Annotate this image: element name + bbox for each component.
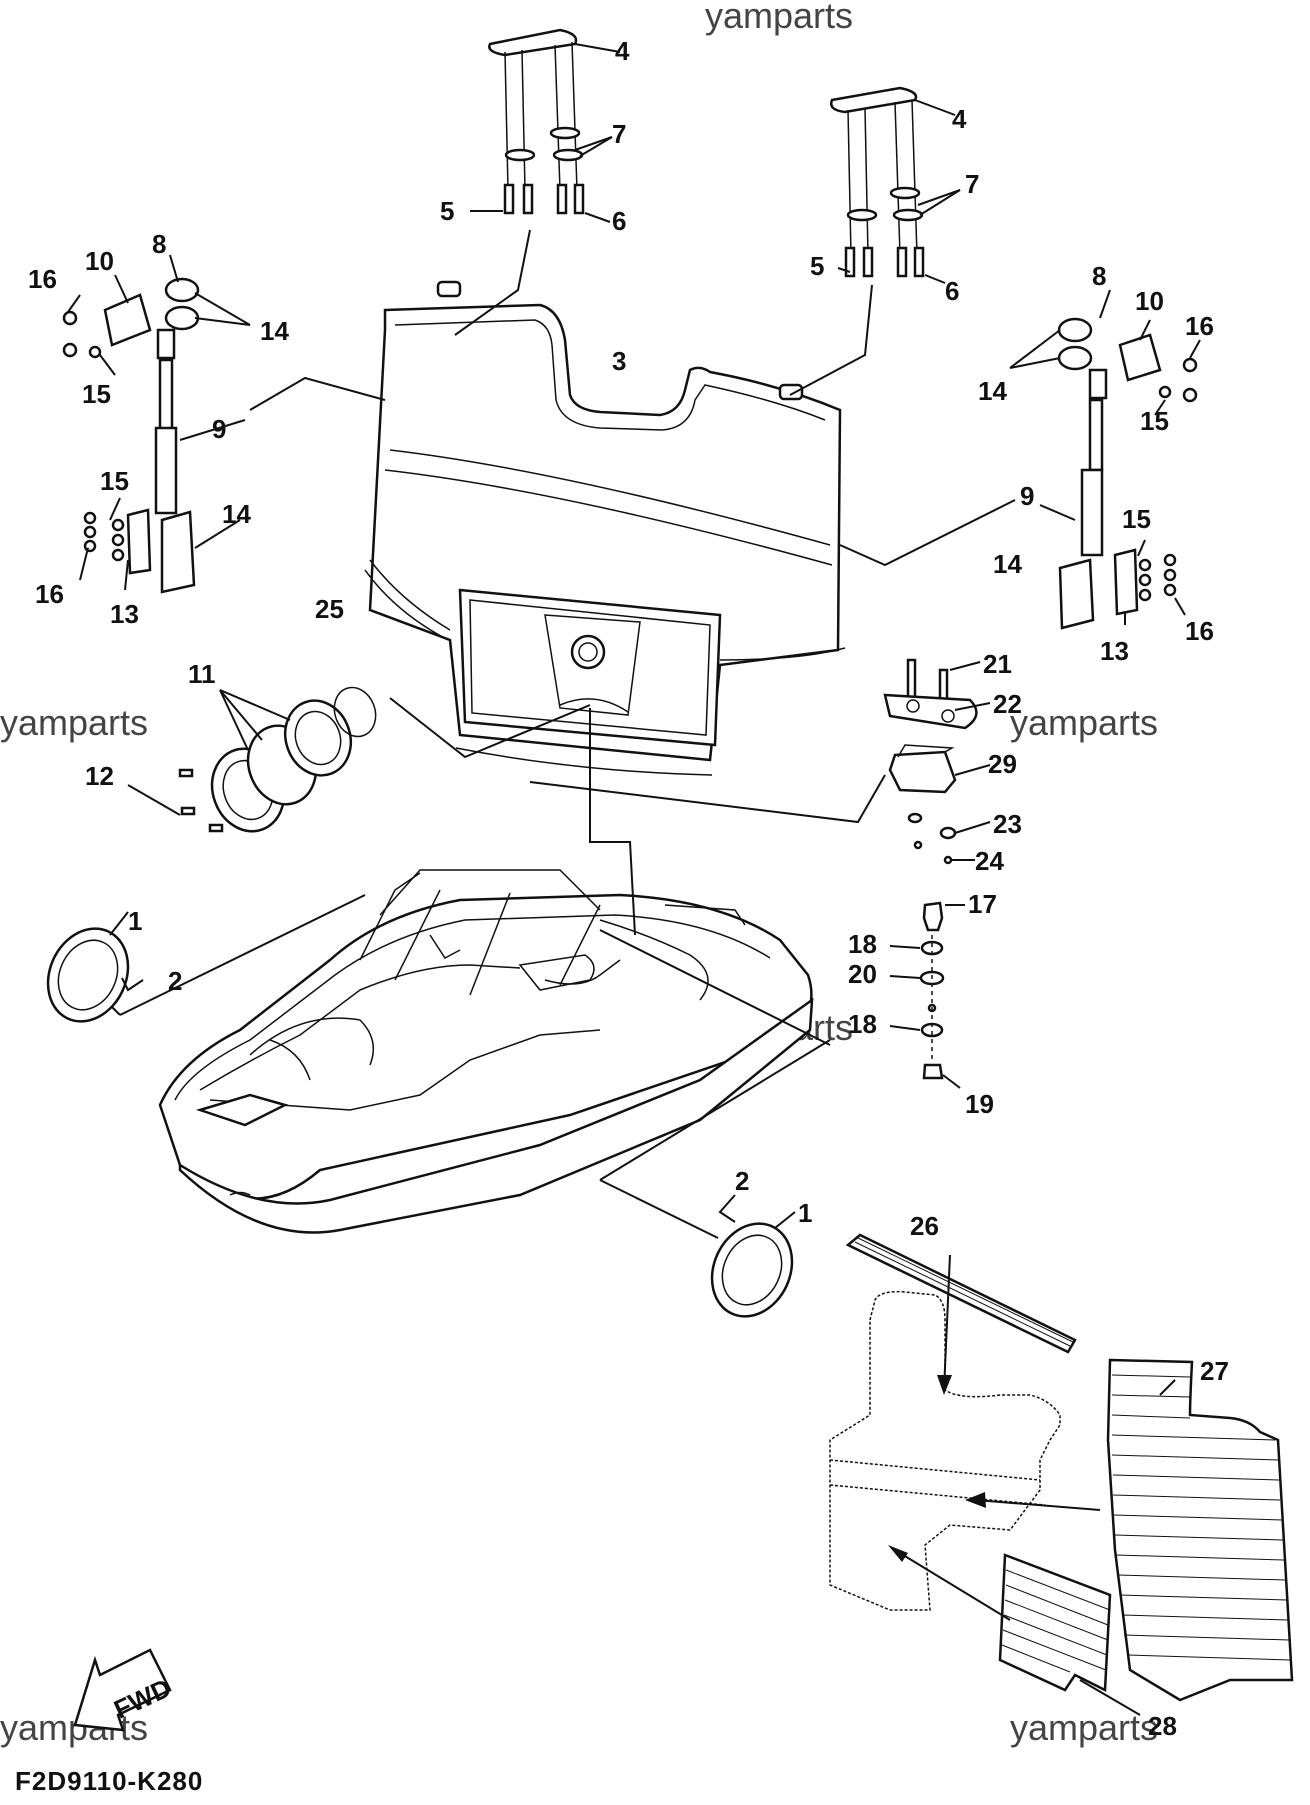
callout-18: 18: [848, 1009, 877, 1039]
callout-15: 15: [1140, 406, 1169, 436]
callout-11: 11: [188, 659, 216, 689]
callout-16: 16: [1185, 616, 1214, 646]
diagram-code: F2D9110-K280: [15, 1766, 203, 1796]
watermark-mid-left: yamparts: [0, 702, 148, 743]
callout-13: 13: [110, 599, 139, 629]
callout-15: 15: [1122, 504, 1151, 534]
inspection-port-bottom: [710, 1194, 796, 1318]
callout-14: 14: [222, 499, 251, 529]
callout-numbers: 4 4 7 7 5 6 5 6 8 8 10 10 16 16 14 14 15…: [28, 36, 1229, 1741]
callout-13: 13: [1100, 636, 1129, 666]
callout-22: 22: [993, 689, 1022, 719]
callout-26: 26: [910, 1211, 939, 1241]
hatch-cover: [364, 280, 846, 776]
gas-strut-right: [839, 289, 1201, 630]
callout-20: 20: [848, 959, 877, 989]
callout-14: 14: [260, 316, 289, 346]
watermark-bottom-right: yamparts: [1010, 1707, 1158, 1748]
callout-1: 1: [128, 906, 142, 936]
watermark-top: yamparts: [705, 0, 853, 36]
callout-23: 23: [993, 809, 1022, 839]
callout-10: 10: [1135, 286, 1164, 316]
bracket-assembly-right: [789, 86, 961, 396]
callout-21: 21: [983, 649, 1012, 679]
callout-27: 27: [1200, 1356, 1229, 1386]
callout-29: 29: [988, 749, 1017, 779]
mat-parts: [829, 1233, 1294, 1716]
fwd-arrow-icon: FWD: [73, 1648, 176, 1732]
callout-7: 7: [965, 169, 979, 199]
vent-flange-assembly: [127, 686, 591, 833]
callout-14: 14: [993, 549, 1022, 579]
callout-16: 16: [35, 579, 64, 609]
callout-9: 9: [1020, 481, 1034, 511]
callout-16: 16: [1185, 311, 1214, 341]
bracket-assembly-left: [454, 28, 621, 336]
callout-24: 24: [975, 846, 1004, 876]
callout-2: 2: [735, 1166, 749, 1196]
callout-14: 14: [978, 376, 1007, 406]
callout-10: 10: [85, 246, 114, 276]
post-hardware-stack: [889, 901, 965, 1089]
callout-7: 7: [612, 119, 626, 149]
callout-2: 2: [168, 966, 182, 996]
latch-bracket-assembly: [529, 658, 991, 865]
callout-15: 15: [82, 379, 111, 409]
gas-strut-left: [62, 254, 386, 594]
callout-5: 5: [440, 196, 454, 226]
callout-18: 18: [848, 929, 877, 959]
callout-15: 15: [100, 466, 129, 496]
callout-4: 4: [615, 36, 630, 66]
callout-4: 4: [952, 104, 967, 134]
callout-12: 12: [85, 761, 114, 791]
callout-16: 16: [28, 264, 57, 294]
inspection-port-left: [46, 911, 144, 1023]
callout-17: 17: [968, 889, 997, 919]
callout-28: 28: [1148, 1711, 1177, 1741]
callout-5: 5: [810, 251, 824, 281]
boat-hull: [158, 869, 814, 1234]
callout-6: 6: [945, 276, 959, 306]
callout-3: 3: [612, 346, 626, 376]
callout-9: 9: [212, 414, 226, 444]
watermark-mid-right: yamparts: [1010, 702, 1158, 743]
callout-25: 25: [315, 594, 344, 624]
hull-leader-lines: [109, 708, 831, 1239]
callout-8: 8: [1092, 261, 1106, 291]
callout-19: 19: [965, 1089, 994, 1119]
callout-1: 1: [798, 1198, 812, 1228]
callout-6: 6: [612, 206, 626, 236]
callout-8: 8: [152, 229, 166, 259]
